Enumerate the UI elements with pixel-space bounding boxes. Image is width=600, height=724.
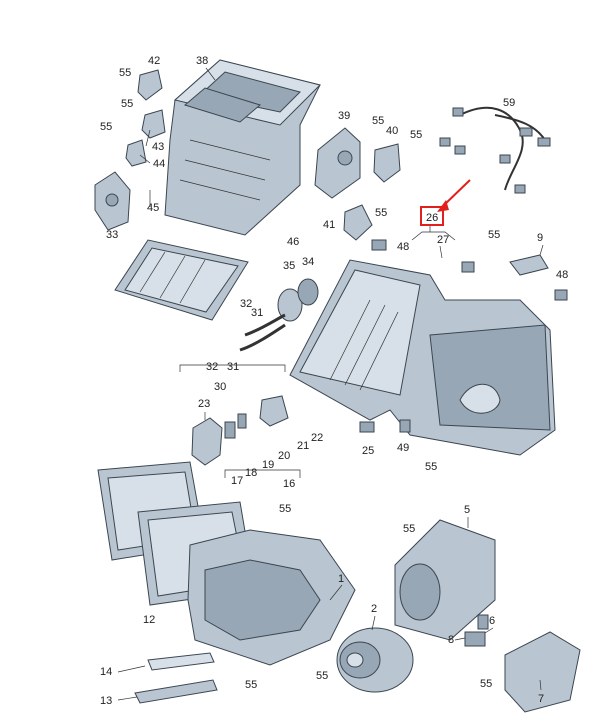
label-20: 20 bbox=[278, 450, 290, 462]
seal-strips bbox=[134, 652, 218, 704]
label-22: 22 bbox=[311, 432, 323, 444]
label-12: 12 bbox=[143, 614, 155, 626]
leader-lines bbox=[117, 67, 544, 701]
label-8: 8 bbox=[448, 634, 454, 646]
label-42: 42 bbox=[148, 55, 160, 67]
coolant-pipes bbox=[239, 278, 319, 352]
label-49: 49 bbox=[397, 442, 409, 454]
label-31b: 31 bbox=[227, 361, 239, 373]
label-25: 25 bbox=[362, 445, 374, 457]
label-35: 35 bbox=[283, 260, 295, 272]
resistor-pack bbox=[464, 614, 489, 647]
label-16: 16 bbox=[283, 478, 295, 490]
label-39: 39 bbox=[338, 110, 350, 122]
label-55i: 55 bbox=[279, 503, 291, 515]
label-27: 27 bbox=[437, 234, 449, 246]
label-21: 21 bbox=[297, 440, 309, 452]
arrow-head-icon bbox=[437, 200, 449, 212]
servo-bracket bbox=[94, 171, 131, 231]
blower-housing bbox=[394, 519, 496, 641]
label-7: 7 bbox=[538, 693, 544, 705]
small-clips bbox=[125, 69, 166, 167]
label-34: 34 bbox=[302, 256, 314, 268]
label-46: 46 bbox=[287, 236, 299, 248]
label-55l: 55 bbox=[316, 670, 328, 682]
label-44: 44 bbox=[153, 158, 165, 170]
label-41: 41 bbox=[323, 219, 335, 231]
label-48a: 48 bbox=[397, 241, 409, 253]
highlight-box bbox=[420, 206, 444, 226]
label-6: 6 bbox=[489, 615, 495, 627]
heat-exchanger bbox=[114, 239, 249, 321]
air-duct bbox=[504, 631, 581, 713]
label-17: 17 bbox=[231, 475, 243, 487]
label-55k: 55 bbox=[245, 679, 257, 691]
label-55d: 55 bbox=[372, 115, 384, 127]
label-33: 33 bbox=[106, 229, 118, 241]
label-55e: 55 bbox=[410, 129, 422, 141]
label-18: 18 bbox=[245, 467, 257, 479]
air-distribution-housing bbox=[289, 259, 556, 456]
label-19: 19 bbox=[262, 459, 274, 471]
label-32b: 32 bbox=[206, 361, 218, 373]
label-40: 40 bbox=[386, 125, 398, 137]
label-43: 43 bbox=[152, 141, 164, 153]
label-59: 59 bbox=[503, 97, 515, 109]
label-48b: 48 bbox=[556, 269, 568, 281]
label-55f: 55 bbox=[375, 207, 387, 219]
servo-motors bbox=[314, 127, 401, 241]
label-1: 1 bbox=[338, 573, 344, 585]
lower-housing bbox=[97, 461, 356, 666]
label-9: 9 bbox=[537, 232, 543, 244]
label-55b: 55 bbox=[121, 98, 133, 110]
label-13: 13 bbox=[100, 695, 112, 707]
part-labels: 1 2 5 6 7 8 9 12 13 14 16 17 18 19 20 21… bbox=[100, 55, 568, 707]
label-55h: 55 bbox=[425, 461, 437, 473]
label-38: 38 bbox=[196, 55, 208, 67]
label-55g: 55 bbox=[488, 229, 500, 241]
label-23: 23 bbox=[198, 398, 210, 410]
flap-actuator-set bbox=[191, 395, 289, 466]
label-5: 5 bbox=[464, 504, 470, 516]
label-32a: 32 bbox=[240, 298, 252, 310]
label-30: 30 bbox=[214, 381, 226, 393]
label-31a: 31 bbox=[251, 307, 263, 319]
label-26: 26 bbox=[426, 212, 438, 224]
label-55j: 55 bbox=[403, 523, 415, 535]
label-55m: 55 bbox=[480, 678, 492, 690]
label-2: 2 bbox=[371, 603, 377, 615]
label-45: 45 bbox=[147, 202, 159, 214]
label-55a: 55 bbox=[119, 67, 131, 79]
label-14: 14 bbox=[100, 666, 112, 678]
heater-housing-upper bbox=[164, 59, 321, 236]
label-55c: 55 bbox=[100, 121, 112, 133]
wiring-harness bbox=[439, 106, 551, 194]
small-fittings bbox=[359, 239, 568, 433]
highlight-marker bbox=[420, 179, 471, 226]
blower-motor bbox=[336, 627, 414, 693]
